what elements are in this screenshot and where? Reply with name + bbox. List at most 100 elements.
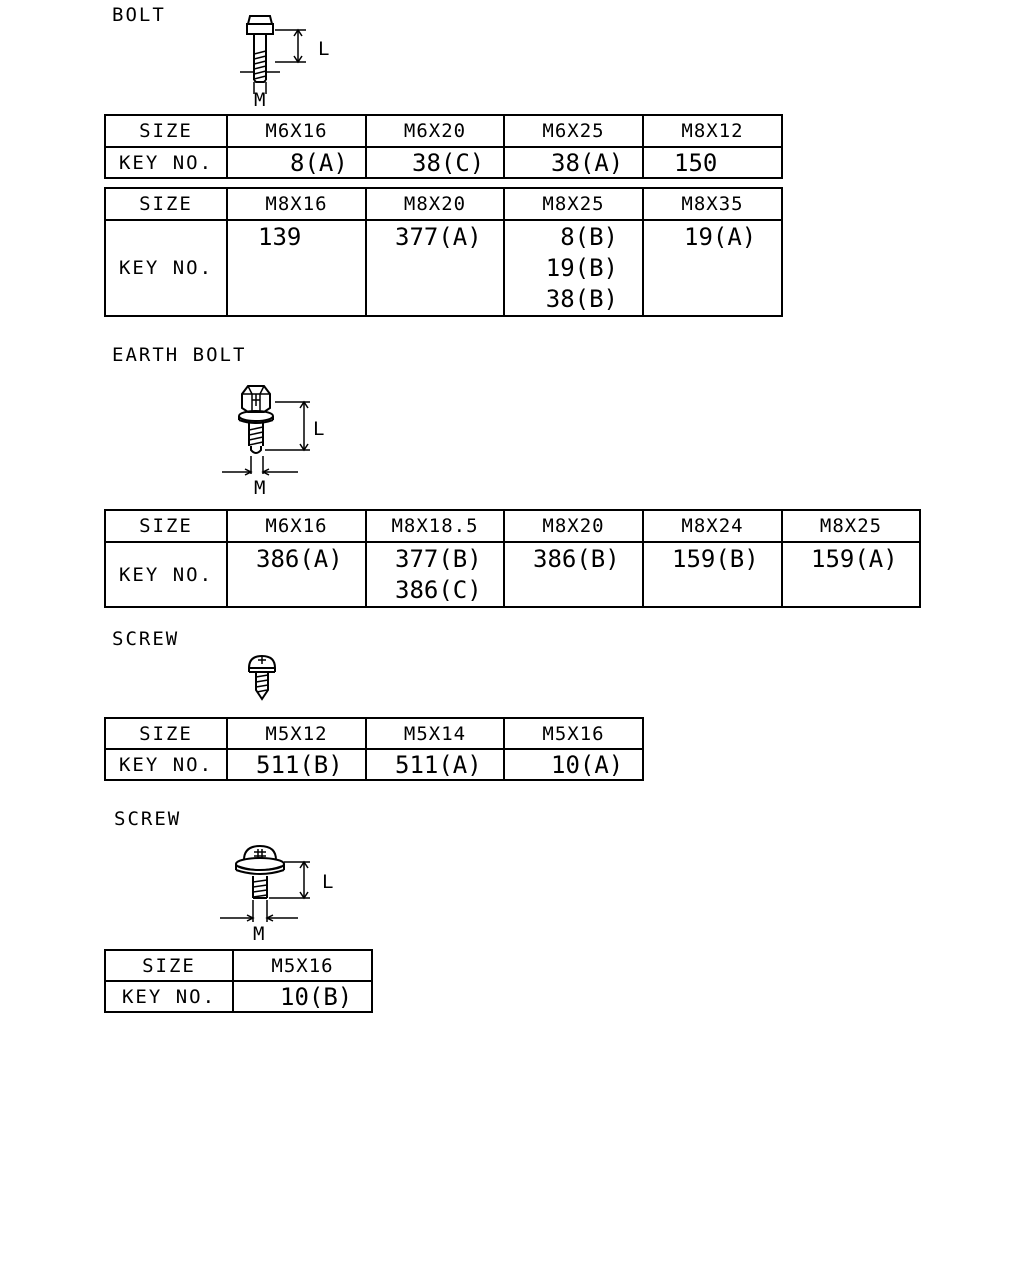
- bolt-shank-icon: [253, 34, 267, 83]
- size-cell: M8X24: [642, 509, 783, 543]
- size-row: SIZE M8X16 M8X20 M8X25 M8X35: [104, 187, 783, 221]
- key-cell: 8(B) 19(B) 38(B): [503, 219, 644, 317]
- key-row: KEY NO. 10(B): [104, 980, 373, 1013]
- key-cell: 10(A): [503, 748, 644, 781]
- bolt-figure: [230, 10, 350, 110]
- diameter-dimension-icon: [240, 71, 280, 94]
- key-value: 139: [258, 223, 302, 251]
- diameter-label: M: [253, 923, 265, 945]
- size-cell: M6X25: [503, 114, 644, 148]
- size-header: SIZE: [104, 509, 228, 543]
- key-cell: 511(A): [365, 748, 505, 781]
- bolt-table-1: SIZE M6X16 M6X20 M6X25 M8X12 KEY NO. 8(A…: [104, 114, 783, 179]
- key-no-header: KEY NO.: [104, 146, 228, 179]
- screw-heading: SCREW: [112, 628, 180, 650]
- size-cell: M6X16: [226, 509, 367, 543]
- key-value: 38(B): [545, 285, 618, 313]
- size-row: SIZE M5X16: [104, 949, 373, 982]
- key-value: 511(B): [256, 751, 343, 779]
- size-cell: M6X20: [365, 114, 505, 148]
- key-cell: 10(B): [232, 980, 373, 1013]
- bolt-table-2: SIZE M8X16 M8X20 M8X25 M8X35 KEY NO. 139…: [104, 187, 783, 317]
- earth-bolt-shank-icon: [248, 423, 264, 454]
- length-label: L: [313, 418, 325, 440]
- size-cell: M8X18.5: [365, 509, 505, 543]
- bolt-head-icon: [246, 15, 274, 35]
- diameter-label: M: [254, 89, 266, 111]
- diameter-dimension-icon: [222, 456, 298, 476]
- key-row: KEY NO. 511(B) 511(A) 10(A): [104, 748, 644, 781]
- key-cell: 511(B): [226, 748, 367, 781]
- key-no-header: KEY NO.: [104, 980, 234, 1013]
- key-row: KEY NO. 139 377(A) 8(B) 19(B) 38(B) 19(A…: [104, 219, 783, 317]
- screw-shank-icon: [255, 672, 269, 701]
- earth-bolt-figure: [218, 378, 318, 488]
- key-row: KEY NO. 8(A) 38(C) 38(A) 150: [104, 146, 783, 179]
- key-value: 38(A): [551, 149, 624, 177]
- key-value: 377(B): [395, 545, 482, 573]
- earth-bolt-heading: EARTH BOLT: [112, 344, 247, 366]
- length-label: L: [318, 38, 330, 60]
- length-dimension-icon: [275, 28, 306, 64]
- key-value: 8(B): [560, 223, 618, 251]
- earth-bolt-head-icon: [238, 385, 274, 424]
- size-row: SIZE M6X16 M6X20 M6X25 M8X12: [104, 114, 783, 148]
- key-value: 386(B): [533, 545, 620, 573]
- key-cell: 386(A): [226, 541, 367, 608]
- key-cell: 150: [642, 146, 783, 179]
- screw-washer-head-icon: [235, 844, 285, 875]
- key-value: 386(C): [395, 576, 482, 604]
- key-cell: 159(A): [781, 541, 921, 608]
- key-value: 377(A): [395, 223, 482, 251]
- size-cell: M8X35: [642, 187, 783, 221]
- key-value: 19(A): [684, 223, 757, 251]
- size-header: SIZE: [104, 949, 234, 982]
- key-value: 19(B): [545, 254, 618, 282]
- key-value: 10(B): [280, 983, 353, 1011]
- length-dimension-icon: [265, 400, 310, 452]
- key-cell: 377(A): [365, 219, 505, 317]
- key-no-header: KEY NO.: [104, 219, 228, 317]
- key-value: 150: [674, 149, 718, 177]
- key-cell: 38(A): [503, 146, 644, 179]
- key-value: 38(C): [412, 149, 485, 177]
- screw-table-2: SIZE M5X16 KEY NO. 10(B): [104, 949, 373, 1013]
- bolt-heading: BOLT: [112, 4, 166, 26]
- key-value: 386(A): [256, 545, 343, 573]
- key-cell: 377(B) 386(C): [365, 541, 505, 608]
- screw-figure: [245, 652, 279, 704]
- screw-washer-shank-icon: [252, 876, 268, 899]
- size-cell: M5X12: [226, 717, 367, 750]
- size-cell: M8X20: [503, 509, 644, 543]
- earth-bolt-table: SIZE M6X16 M8X18.5 M8X20 M8X24 M8X25 KEY…: [104, 509, 921, 608]
- screw-heading: SCREW: [114, 808, 182, 830]
- key-value: 159(A): [811, 545, 898, 573]
- key-value: 159(B): [672, 545, 759, 573]
- length-label: L: [322, 871, 334, 893]
- key-value: 511(A): [395, 751, 482, 779]
- size-header: SIZE: [104, 187, 228, 221]
- key-cell: 38(C): [365, 146, 505, 179]
- size-cell: M8X16: [226, 187, 367, 221]
- diameter-dimension-icon: [220, 900, 298, 922]
- length-dimension-icon: [269, 860, 310, 900]
- size-cell: M5X16: [503, 717, 644, 750]
- size-cell: M8X20: [365, 187, 505, 221]
- screw-table-1: SIZE M5X12 M5X14 M5X16 KEY NO. 511(B) 51…: [104, 717, 644, 781]
- size-cell: M6X16: [226, 114, 367, 148]
- size-cell: M8X12: [642, 114, 783, 148]
- key-cell: 8(A): [226, 146, 367, 179]
- size-cell: M5X14: [365, 717, 505, 750]
- size-cell: M8X25: [781, 509, 921, 543]
- diameter-label: M: [254, 477, 266, 499]
- key-value: 10(A): [551, 751, 624, 779]
- key-cell: 386(B): [503, 541, 644, 608]
- key-cell: 159(B): [642, 541, 783, 608]
- screw-washer-figure: [216, 838, 316, 928]
- size-header: SIZE: [104, 717, 228, 750]
- key-no-header: KEY NO.: [104, 541, 228, 608]
- key-value: 8(A): [290, 149, 348, 177]
- key-row: KEY NO. 386(A) 377(B) 386(C) 386(B) 159(…: [104, 541, 921, 608]
- key-cell: 139: [226, 219, 367, 317]
- size-header: SIZE: [104, 114, 228, 148]
